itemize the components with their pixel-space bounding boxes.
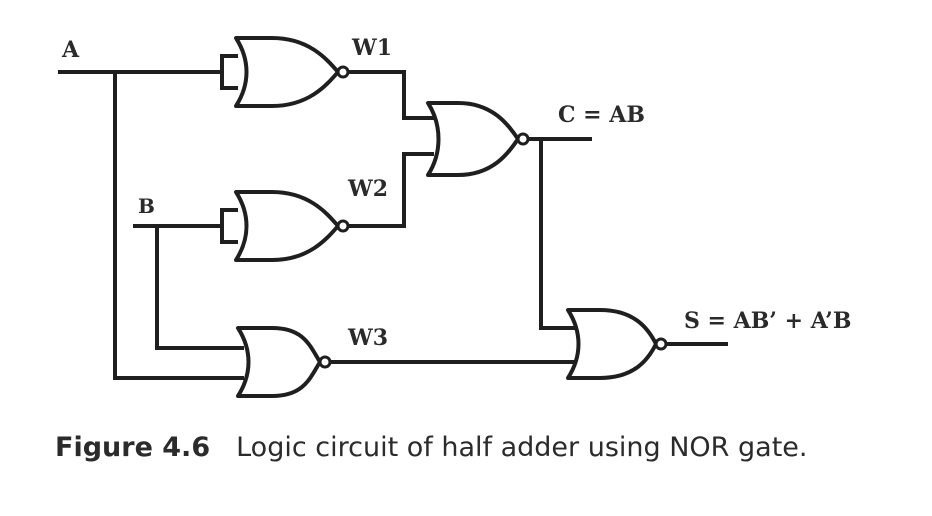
wire-input-a [58, 70, 244, 380]
wire-carry [526, 137, 592, 330]
half-adder-nor-circuit: A B W1 W2 W3 C = AB S = AB’ + A’B [58, 35, 851, 398]
nor-gate-1 [234, 36, 350, 108]
figure-number: Figure 4.6 [55, 432, 211, 463]
nor-gate-2 [234, 190, 350, 262]
wire-g2-input-short [220, 208, 238, 244]
label-input-a: A [61, 37, 80, 63]
wire-g1-input-short [220, 54, 238, 90]
wire-w2 [346, 152, 434, 228]
wire-input-b [133, 224, 244, 350]
label-w1: W1 [351, 35, 392, 61]
nor-gate-4 [236, 326, 332, 398]
nor-gate-3 [426, 101, 530, 177]
wire-w1 [346, 70, 434, 120]
figure-caption: Figure 4.6 Logic circuit of half adder us… [55, 432, 808, 463]
label-input-b: B [138, 194, 155, 218]
label-carry: C = AB [558, 102, 645, 128]
label-w3: W3 [347, 325, 388, 351]
label-sum: S = AB’ + A’B [684, 308, 851, 334]
figure-caption-text: Logic circuit of half adder using NOR ga… [236, 432, 808, 463]
nor-gate-5 [566, 308, 668, 380]
label-w2: W2 [347, 176, 388, 202]
